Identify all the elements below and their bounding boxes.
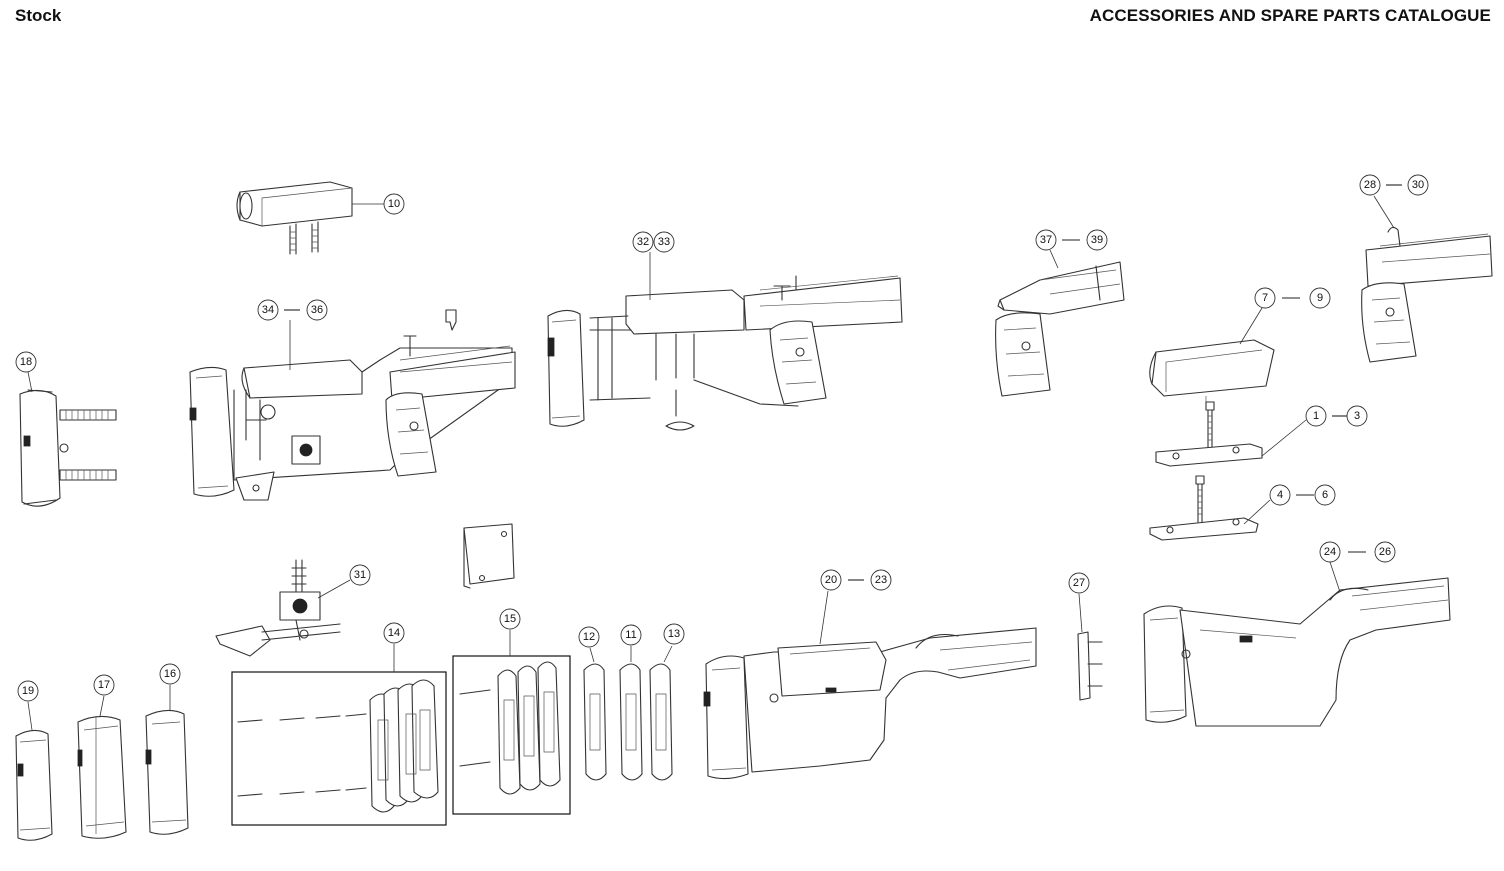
part-15-spacer-set — [452, 655, 571, 815]
callout-3: 3 — [1346, 405, 1368, 427]
svg-text:11: 11 — [625, 629, 636, 641]
svg-text:15: 15 — [504, 613, 516, 625]
part-24-26-stock-body — [1143, 577, 1451, 727]
part-bracket-plate — [463, 523, 515, 589]
part-4-6-plate-bolt — [1149, 475, 1259, 541]
callout-24: 24 — [1319, 541, 1341, 563]
callouts: 10 32 33 34 36 37 39 28 30 7 9 1 3 — [15, 174, 1429, 731]
part-10-cheek-riser — [236, 181, 353, 255]
svg-text:12: 12 — [583, 631, 595, 643]
part-7-9-cheek-rest — [1149, 339, 1275, 402]
callout-37: 37 — [1035, 229, 1057, 251]
part-18-buttpad-assembly — [19, 389, 117, 507]
assembly-32-33-stock — [547, 275, 903, 431]
callout-7: 7 — [1254, 287, 1276, 309]
svg-text:9: 9 — [1317, 292, 1323, 304]
callout-11: 11 — [620, 624, 642, 646]
callout-16: 16 — [159, 663, 181, 685]
callout-13: 13 — [663, 623, 685, 645]
assembly-34-36-stock — [189, 309, 516, 501]
part-16-buttpad — [145, 709, 189, 835]
part-17-buttpad — [77, 715, 127, 839]
svg-text:6: 6 — [1322, 489, 1328, 501]
part-1-3-rail-screw — [1155, 401, 1263, 467]
callout-39: 39 — [1086, 229, 1108, 251]
part-20-23-stock-body — [703, 627, 1037, 780]
svg-text:23: 23 — [875, 574, 887, 586]
svg-text:28: 28 — [1364, 179, 1376, 191]
svg-text:33: 33 — [658, 236, 670, 248]
callout-36: 36 — [306, 299, 328, 321]
part-13-spacer — [649, 663, 673, 781]
svg-text:16: 16 — [164, 668, 176, 680]
svg-text:31: 31 — [354, 569, 366, 581]
callout-30: 30 — [1407, 174, 1429, 196]
svg-text:36: 36 — [311, 304, 323, 316]
svg-text:32: 32 — [637, 236, 649, 248]
svg-text:37: 37 — [1040, 234, 1052, 246]
callout-33: 33 — [653, 231, 675, 253]
callout-12: 12 — [578, 626, 600, 648]
svg-text:17: 17 — [98, 679, 110, 691]
part-11-spacer — [619, 663, 643, 781]
callout-1: 1 — [1305, 405, 1327, 427]
svg-text:30: 30 — [1412, 179, 1424, 191]
svg-text:39: 39 — [1091, 234, 1103, 246]
svg-text:1: 1 — [1313, 410, 1319, 422]
svg-text:26: 26 — [1379, 546, 1391, 558]
svg-text:19: 19 — [22, 685, 34, 697]
part-27-clip — [1077, 631, 1103, 701]
callout-28: 28 — [1359, 174, 1381, 196]
svg-text:7: 7 — [1262, 292, 1268, 304]
callout-20: 20 — [820, 569, 842, 591]
part-12-spacer — [583, 663, 607, 781]
catalogue-title: ACCESSORIES AND SPARE PARTS CATALOGUE — [1089, 6, 1491, 25]
svg-text:34: 34 — [262, 304, 274, 316]
part-31-hook-assembly — [215, 559, 341, 657]
svg-text:24: 24 — [1324, 546, 1336, 558]
section-title: Stock — [15, 6, 62, 25]
part-14-spacer-set — [231, 671, 447, 826]
svg-text:18: 18 — [20, 356, 32, 368]
svg-text:4: 4 — [1277, 489, 1283, 501]
callout-9: 9 — [1309, 287, 1331, 309]
callout-23: 23 — [870, 569, 892, 591]
part-19-buttpad — [15, 729, 53, 841]
svg-text:14: 14 — [388, 627, 400, 639]
svg-text:10: 10 — [388, 198, 400, 210]
part-28-30-grip-section — [1361, 226, 1493, 363]
callout-18: 18 — [15, 351, 37, 373]
part-37-39-chassis-section — [995, 261, 1125, 397]
svg-text:13: 13 — [668, 628, 680, 640]
svg-text:27: 27 — [1073, 577, 1085, 589]
callout-10: 10 — [383, 193, 405, 215]
callout-6: 6 — [1314, 484, 1336, 506]
svg-text:3: 3 — [1354, 410, 1360, 422]
callout-15: 15 — [499, 608, 521, 630]
callout-27: 27 — [1068, 572, 1090, 594]
callout-31: 31 — [349, 564, 371, 586]
callout-14: 14 — [383, 622, 405, 644]
callout-17: 17 — [93, 674, 115, 696]
svg-text:20: 20 — [825, 574, 837, 586]
callout-32: 32 — [632, 231, 654, 253]
callout-19: 19 — [17, 680, 39, 702]
callout-34: 34 — [257, 299, 279, 321]
callout-26: 26 — [1374, 541, 1396, 563]
callout-4: 4 — [1269, 484, 1291, 506]
